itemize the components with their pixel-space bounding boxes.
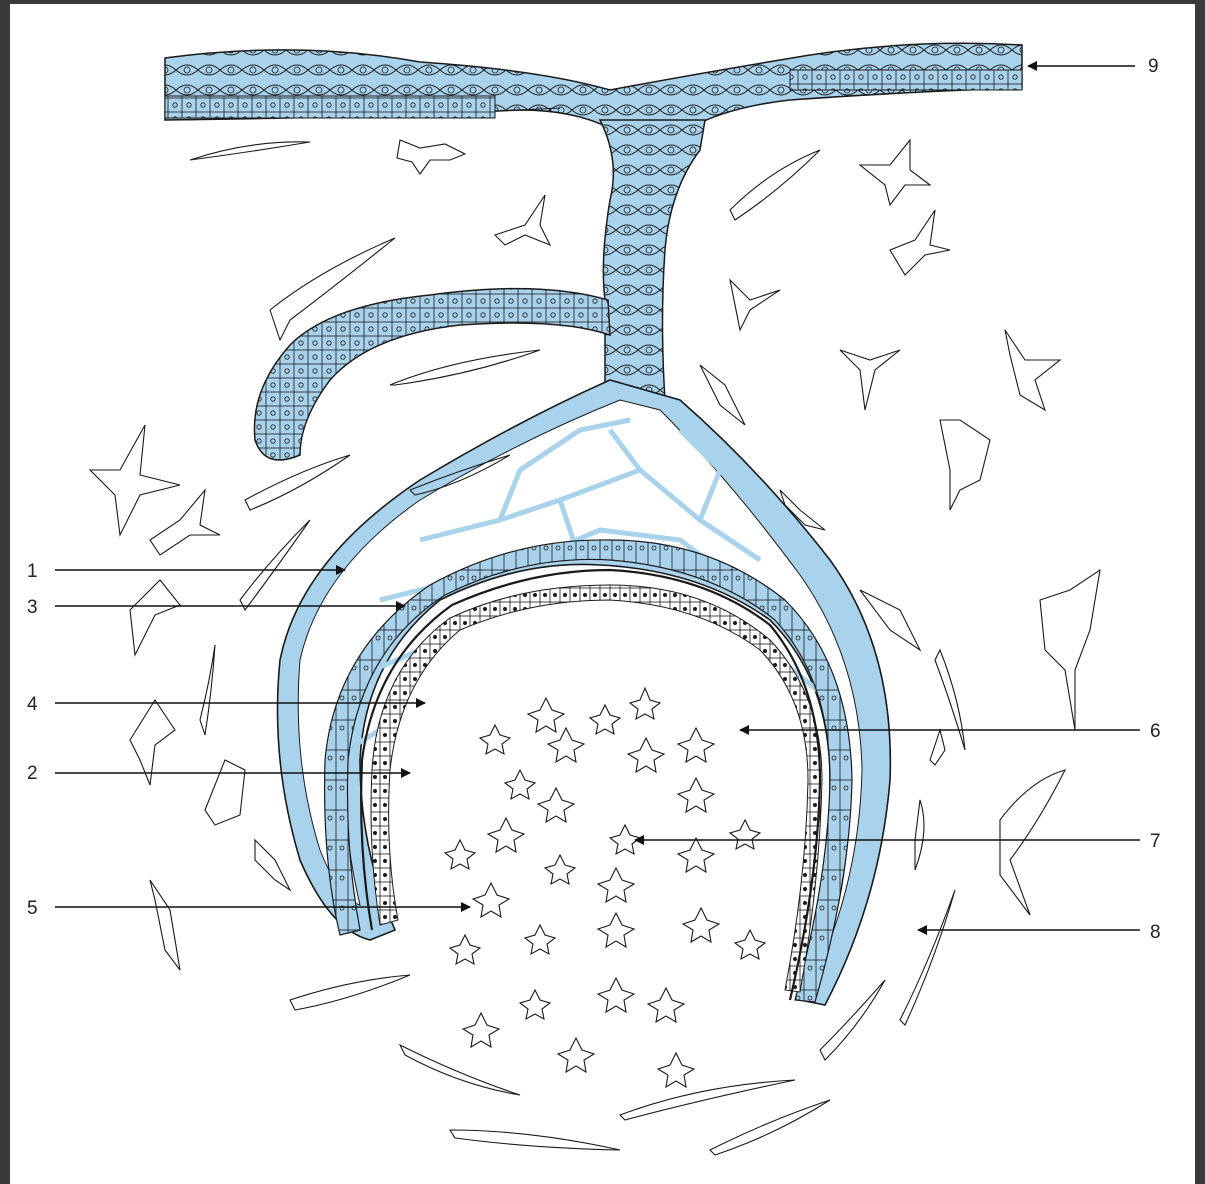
label-9: 9	[1148, 56, 1159, 77]
label-7: 7	[1150, 831, 1161, 852]
label-8: 8	[1150, 922, 1161, 943]
enamel-organ	[278, 380, 891, 1005]
mesenchyme-cells	[90, 140, 1100, 1155]
label-6: 6	[1150, 721, 1161, 742]
label-4: 4	[27, 694, 38, 715]
dental-papilla	[445, 688, 765, 1087]
label-2: 2	[27, 763, 38, 784]
label-5: 5	[27, 898, 38, 919]
oral-epithelium	[165, 43, 1022, 150]
label-1: 1	[27, 561, 38, 582]
label-3: 3	[27, 597, 38, 618]
